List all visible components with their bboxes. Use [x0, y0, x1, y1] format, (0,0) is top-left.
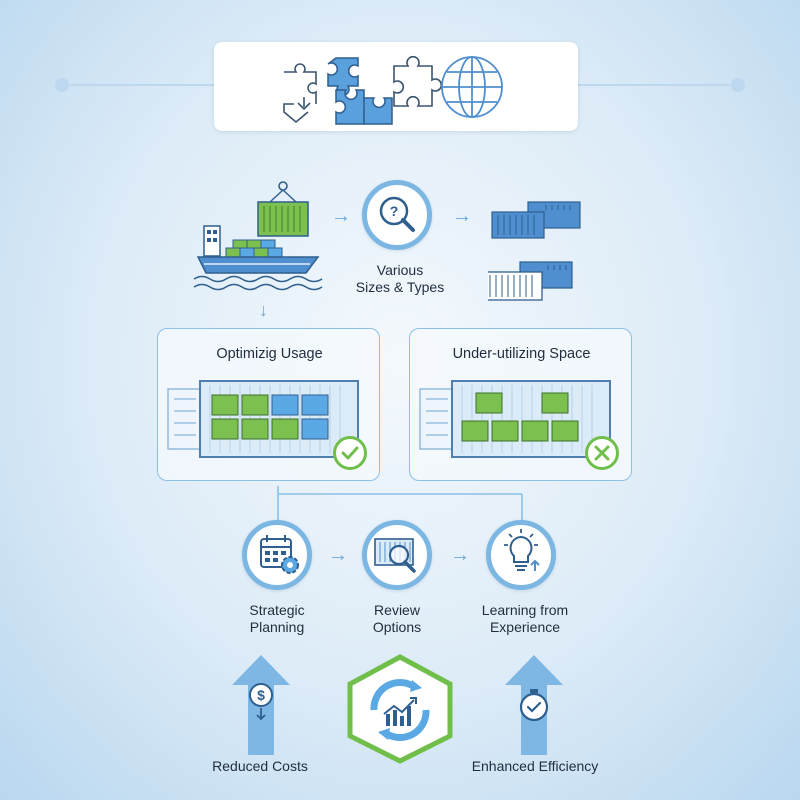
svg-text:?: ?: [390, 203, 399, 219]
rail-right-node: [731, 78, 745, 92]
step-circle-learning: [486, 520, 556, 590]
step-circle-planning: [242, 520, 312, 590]
step-label-line1: Review: [374, 602, 420, 618]
puzzle-blue-icon: [327, 57, 393, 125]
step-label-line2: Options: [372, 619, 422, 635]
cargo-boxes: [211, 394, 329, 440]
arrow-right-icon: →: [331, 205, 351, 227]
blue-containers-icon: [491, 201, 581, 239]
arrow-down-icon: ↓: [259, 300, 268, 320]
refresh-chart-icon: [370, 678, 430, 742]
container-stack-icon: [488, 196, 588, 302]
puzzle-white-icon: [393, 55, 443, 107]
globe-icon: [441, 56, 503, 118]
up-arrow-costs: $: [232, 655, 290, 755]
cycle-hexagon: [347, 654, 453, 764]
source-label: Various Sizes & Types: [340, 262, 460, 296]
source-label-line1: Various: [376, 262, 424, 278]
step-label-learning: Learning from Experience: [455, 602, 595, 636]
status-badge: [585, 436, 619, 470]
panel-title: Under-utilizing Space: [452, 346, 591, 362]
arrow-right-icon: →: [452, 205, 472, 227]
calendar-gear-icon: [260, 535, 299, 574]
source-label-line2: Sizes & Types: [355, 279, 445, 295]
cargo-boxes: [461, 392, 579, 442]
outline-containers-icon: [488, 261, 573, 301]
puzzle-outline-icon: [283, 63, 317, 124]
step-label-line2: Experience: [489, 619, 561, 635]
arrow-right-icon: →: [328, 544, 348, 566]
svg-text:$: $: [257, 687, 265, 703]
dollar-coin-icon: $: [249, 683, 273, 721]
step-label-review: Review Options: [335, 602, 459, 636]
outcome-label-costs: Reduced Costs: [212, 758, 308, 774]
up-arrow-efficiency: [505, 655, 563, 755]
crane-icon: [257, 181, 309, 237]
step-label-planning: Strategic Planning: [215, 602, 339, 636]
panel-title: Optimizig Usage: [216, 346, 323, 362]
search-circle: ?: [362, 180, 432, 250]
connector-bracket: [277, 486, 523, 524]
ship-icon: [193, 225, 323, 291]
magnifier-question-icon: ?: [379, 196, 415, 232]
rail-left-node: [55, 78, 69, 92]
panel-optimizing-usage: Optimizig Usage: [157, 328, 380, 481]
lightbulb-icon: [504, 529, 540, 571]
cross-icon: [594, 445, 610, 461]
arrow-right-icon: →: [450, 544, 470, 566]
stopwatch-icon: [519, 689, 549, 722]
container-open-icon: [419, 380, 611, 458]
step-label-line2: Planning: [249, 619, 305, 635]
step-label-line1: Strategic: [249, 602, 305, 618]
check-icon: [341, 446, 359, 460]
container-magnifier-icon: [374, 538, 416, 573]
panel-under-utilizing: Under-utilizing Space: [409, 328, 632, 481]
outcome-label-efficiency: Enhanced Efficiency: [471, 758, 599, 774]
step-label-line1: Learning from: [481, 602, 569, 618]
cargo-ship-illustration: [190, 178, 330, 298]
step-circle-review: [362, 520, 432, 590]
status-badge: [333, 436, 367, 470]
banner-card: [214, 42, 578, 131]
